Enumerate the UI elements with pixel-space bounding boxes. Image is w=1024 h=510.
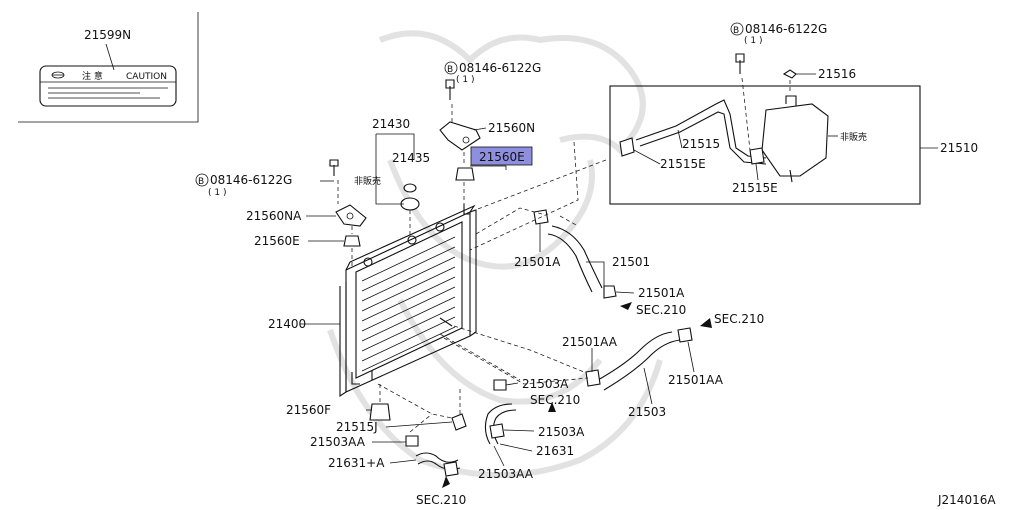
label-21503A-top: 21503A [522,377,569,391]
label-21560NA: 21560NA [246,209,302,223]
reservoir-tank-21510 [761,103,829,177]
label-21430: 21430 [372,117,410,131]
bolt-right [735,53,745,74]
arrow-upright-icon [700,318,712,328]
radiator-21400 [339,204,477,398]
bolt-symbol-left-icon [195,173,209,187]
bolt-mark-left: B [198,177,204,187]
section-arrows [442,302,712,488]
label-sec210-bottom: SEC.210 [416,493,466,507]
reservoir-cap [785,95,797,106]
small-hose-group [377,379,517,477]
mount-21560E-left [343,235,361,247]
lower-mount-group [369,384,391,421]
bolt-middle [445,79,455,100]
bolt-mark-mid: B [447,65,453,75]
cap-seal [403,183,417,193]
caution-jp-text: 注 意 [82,70,103,82]
label-21515: 21515 [682,137,720,151]
clamp-21503A-top [493,379,507,391]
bracket-21560N [439,121,481,151]
label-21501AA-right: 21501AA [668,373,724,387]
clamp-21503AA-left [405,435,419,447]
clamp-21501AA-right [677,327,693,343]
lower-hose-21503 [439,325,693,391]
label-21501A-top: 21501A [514,255,561,269]
label-21503: 21503 [628,405,666,419]
label-21631A: 21631+A [328,456,385,470]
label-21501AA-left: 21501AA [562,335,618,349]
clamp-21503AA-bottom [443,461,459,477]
caution-label-sticker [39,65,177,107]
label-21516: 21516 [818,67,856,81]
reservoir-frame [609,85,921,205]
label-bolt-mid-qty: ( 1 ) [456,75,474,85]
upper-bracket-group [439,79,481,206]
label-bolt-mid: 08146-6122G [459,61,541,75]
bolt-left [329,159,339,176]
caution-text: CAUTION [126,72,167,82]
label-21503AA-bottom: 21503AA [478,467,534,481]
label-nonsale-1: 非販売 [354,175,381,187]
label-nonsale-2: 非販売 [840,131,867,143]
label-21515E-left: 21515E [660,157,706,171]
reservoir-box [469,53,921,251]
arrow-up-icon [548,402,556,412]
mount-21560F [369,403,391,421]
label-sec210-mid: SEC.210 [636,303,686,317]
label-21599N: 21599N [84,28,131,42]
label-bolt-left: 08146-6122G [210,173,292,187]
clamp-21515E-right [749,147,765,165]
label-21560E-highlight: 21560E [479,150,525,164]
label-sec210-right: SEC.210 [714,312,764,326]
left-mount-group [329,159,367,268]
label-21501A-right: 21501A [638,286,685,300]
label-21503A-bottom: 21503A [538,425,585,439]
label-21435: 21435 [392,151,430,165]
label-21400: 21400 [268,317,306,331]
caution-label-group: 21599N 注 意 CAUTION [18,12,199,123]
label-21515J: 21515J [336,420,378,434]
label-21503AA-left: 21503AA [310,435,366,449]
watermark-emblem [327,30,663,478]
label-bolt-right-qty: ( 1 ) [744,36,762,46]
mount-21560E-upper [455,167,475,181]
bolt-mark-right: B [733,26,739,36]
label-21560N: 21560N [488,121,535,135]
bolt-symbol-right-icon [730,22,744,36]
cap-21516 [782,69,797,79]
label-21560E-left: 21560E [254,234,300,248]
label-21501: 21501 [612,255,650,269]
diagram-id: J214016A [937,493,996,507]
label-bolt-left-qty: ( 1 ) [208,188,226,198]
clamp-21515E-left [619,137,635,157]
label-21631: 21631 [536,444,574,458]
label-21515E-right: 21515E [732,181,778,195]
clamp-21501A-right [603,285,617,299]
highlight-21560E [470,146,533,166]
label-21510: 21510 [940,141,978,155]
label-bolt-right: 08146-6122G [745,22,827,36]
arrow-down-icon [442,476,450,488]
bolt-symbol-mid-icon [444,61,458,75]
label-sec210-center: SEC.210 [530,393,580,407]
label-21560F: 21560F [286,403,331,417]
arrow-right-icon [620,302,632,310]
part-labels: 21430 21435 非販売 B 08146-6122G ( 1 ) 2156… [195,22,996,507]
valve-21515J [451,413,467,431]
clamp-21503A-bottom [489,423,505,439]
clamp-21501AA-left [585,369,601,387]
leader-lines [300,73,938,467]
bracket-21560NA [335,204,367,227]
